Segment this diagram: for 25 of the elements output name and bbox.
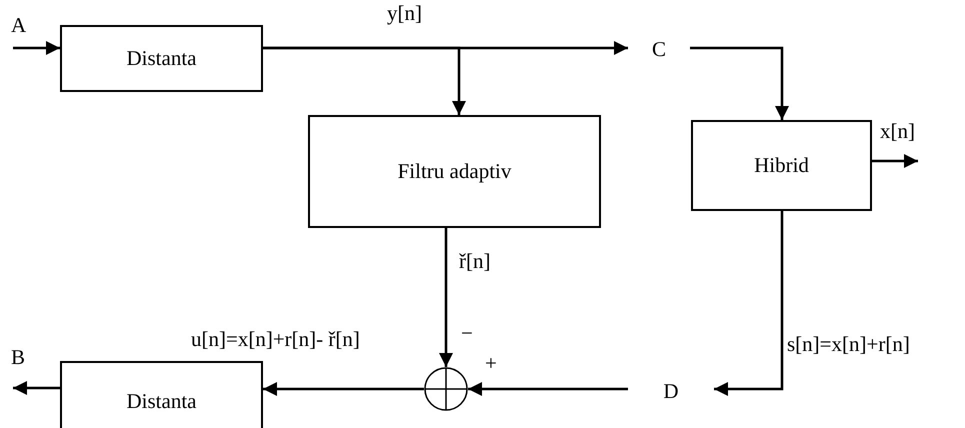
edge-label: u[n]=x[n]+r[n]- ř[n] (190, 328, 361, 352)
process-box: Filtru adaptiv (308, 115, 601, 228)
arrow (439, 228, 453, 367)
arrow (263, 382, 424, 396)
edge-label: x[n] (879, 120, 916, 144)
process-box: Hibrid (691, 120, 872, 211)
arrow (13, 41, 60, 55)
edge-label: s[n]=x[n]+r[n] (786, 333, 911, 356)
arrow (263, 46, 466, 115)
signal-label: B (10, 346, 26, 370)
arrow (13, 381, 60, 395)
signal-point-label: C (628, 34, 690, 64)
edge-label: ř[n] (458, 250, 492, 274)
arrow (468, 382, 628, 396)
edge-label: y[n] (386, 2, 423, 26)
arrow (690, 46, 789, 120)
summing-junction (424, 367, 468, 411)
signal-point-label: D (628, 375, 714, 407)
arrow (714, 211, 784, 396)
signal-label: + (484, 352, 498, 376)
arrow (872, 154, 918, 168)
signal-label: A (10, 14, 28, 38)
signal-label: − (460, 322, 474, 346)
process-box: Distanta (60, 361, 263, 428)
process-box: Distanta (60, 25, 263, 92)
